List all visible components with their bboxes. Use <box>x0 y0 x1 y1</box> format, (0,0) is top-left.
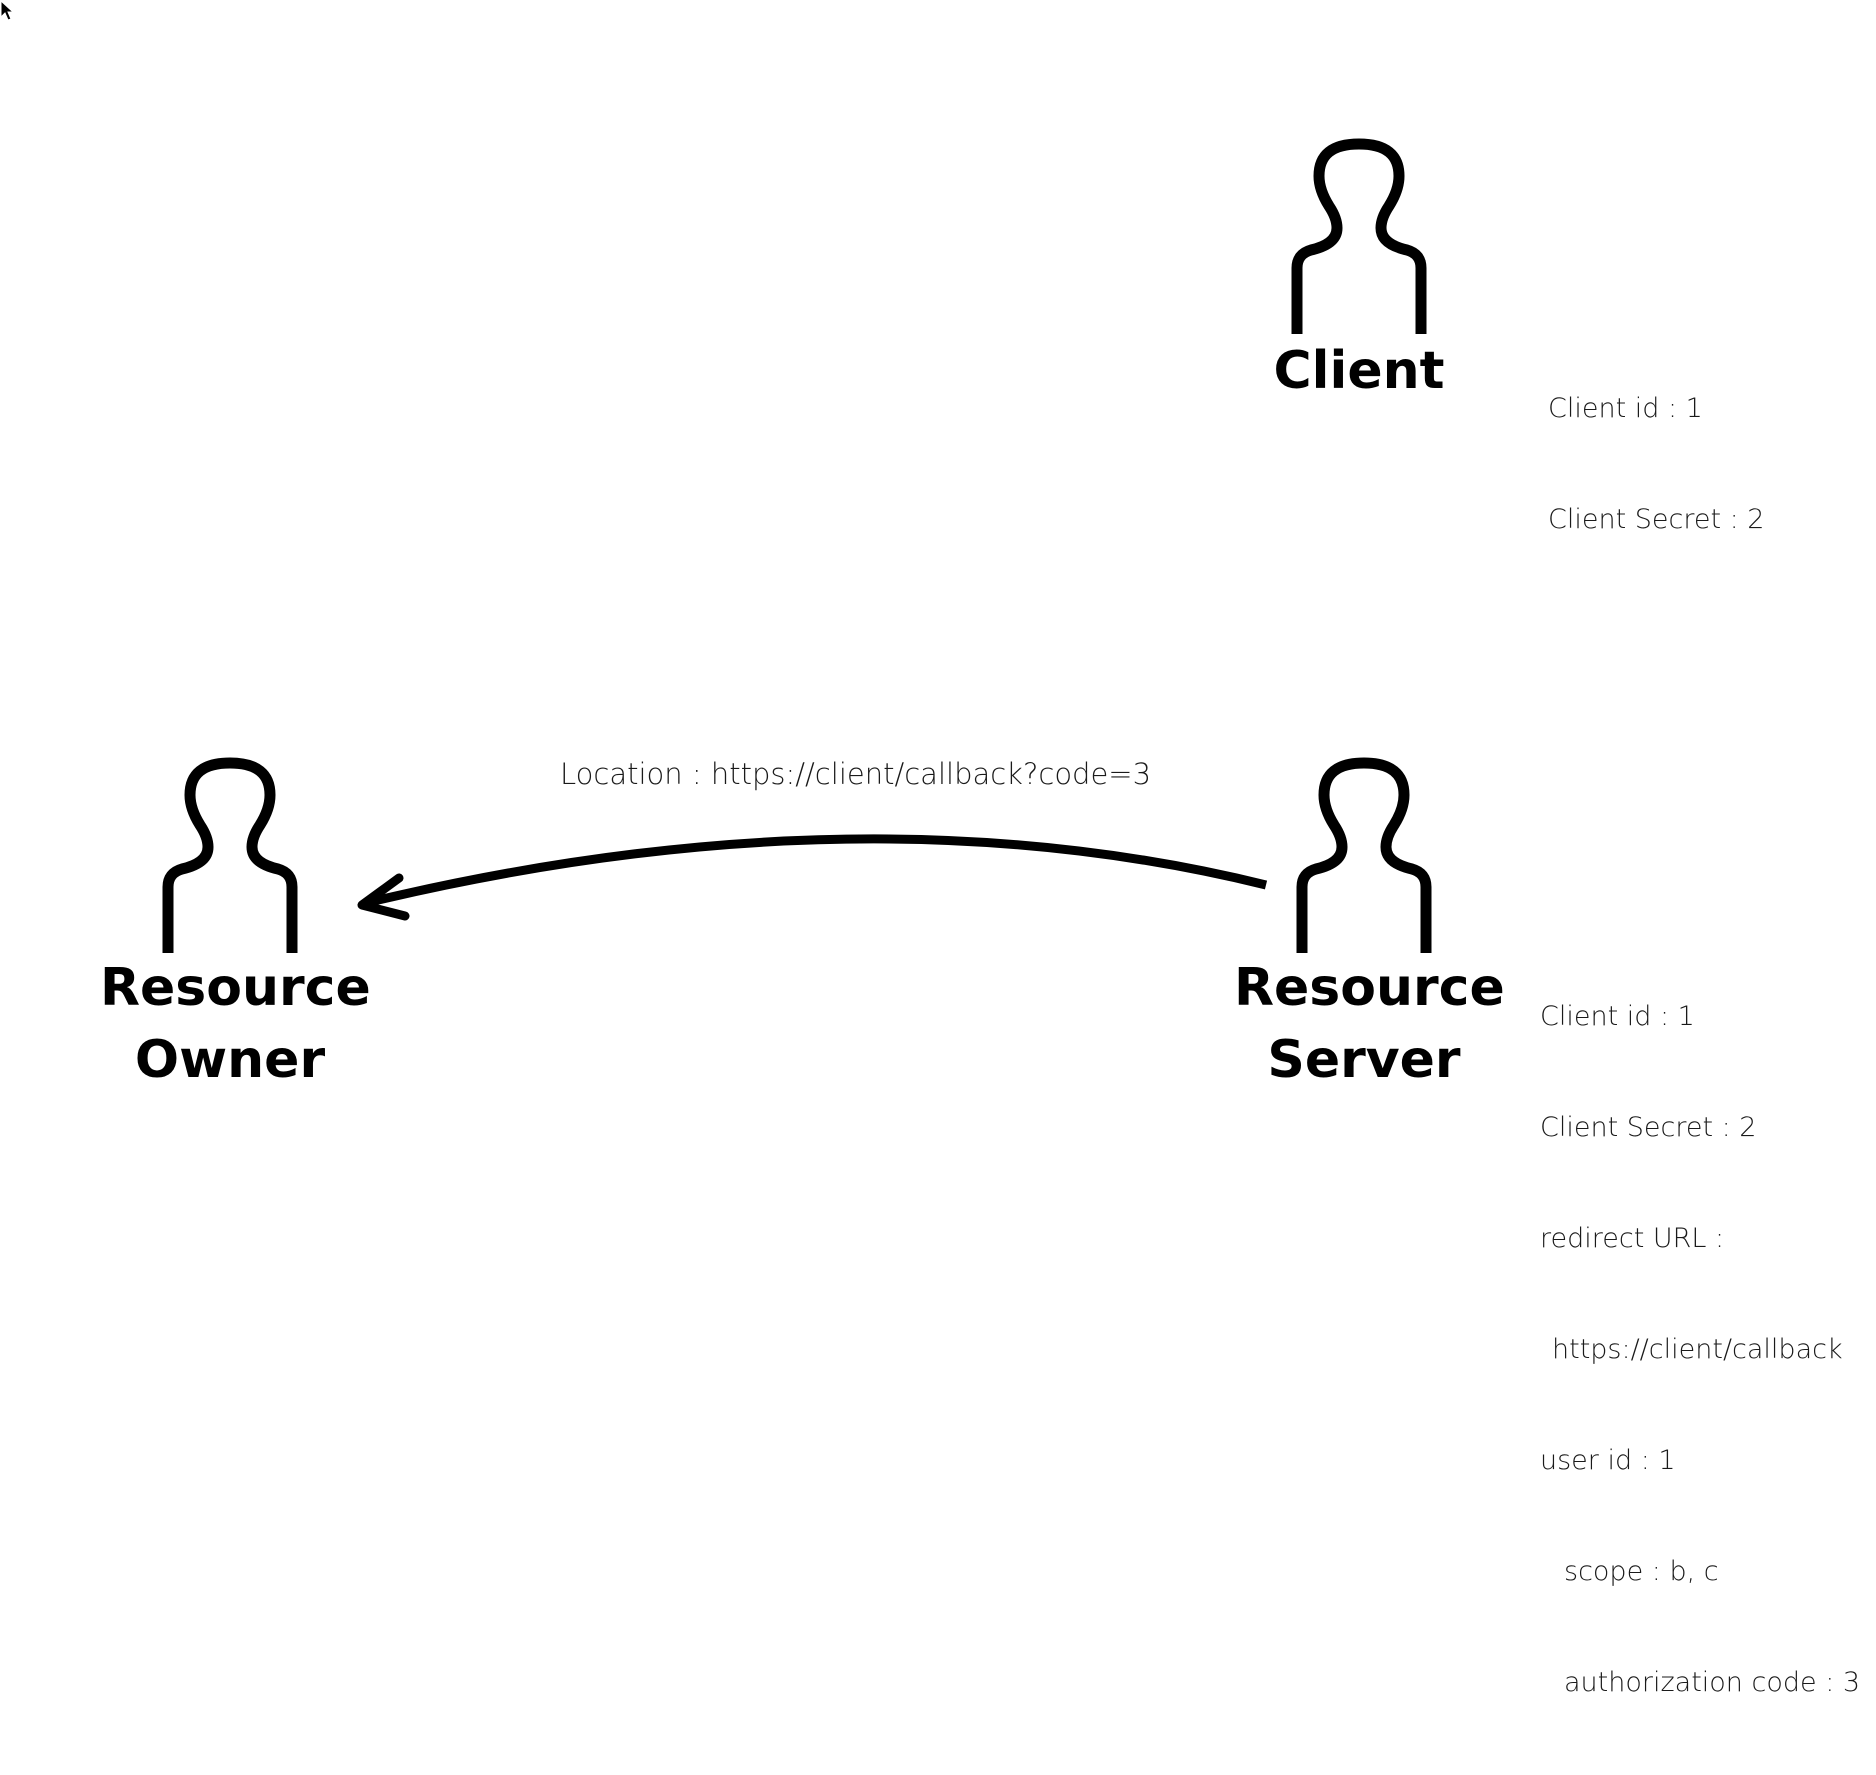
arrow-head-icon <box>357 873 410 921</box>
oauth-diagram: Client Client id : 1 Client Secret : 2 R… <box>0 0 1876 1698</box>
client-label: Client <box>1273 341 1445 401</box>
redirect-url-label: redirect URL : <box>1540 1223 1725 1254</box>
server-registry: Client id : 1 Client Secret : 2 redirect… <box>1540 924 1860 1775</box>
redirect-arrow-line <box>368 834 1268 907</box>
server-client-id-text: Client id : 1 <box>1540 1001 1695 1032</box>
client-credentials: Client id : 1 Client Secret : 2 <box>1548 316 1765 612</box>
server-client-secret-text: Client Secret : 2 <box>1540 1112 1757 1143</box>
scope-text: scope : b, c <box>1564 1556 1719 1587</box>
location-header-label: Location : https://client/callback?code=… <box>560 757 1152 791</box>
mouse-cursor-icon <box>0 0 15 21</box>
resource-owner-person-icon <box>168 763 292 953</box>
client-person-icon <box>1297 144 1421 334</box>
user-id-text: user id : 1 <box>1540 1445 1676 1476</box>
redirect-url-value: https://client/callback <box>1552 1334 1843 1365</box>
client-id-text: Client id : 1 <box>1548 393 1703 424</box>
resource-owner-label: Resource Owner <box>100 958 371 1090</box>
client-secret-text: Client Secret : 2 <box>1548 504 1765 535</box>
resource-server-label: Resource Server <box>1234 958 1505 1090</box>
diagram-canvas <box>0 0 1876 1186</box>
authorization-code-text: authorization code : 3 <box>1564 1667 1861 1698</box>
resource-server-person-icon <box>1302 763 1426 953</box>
